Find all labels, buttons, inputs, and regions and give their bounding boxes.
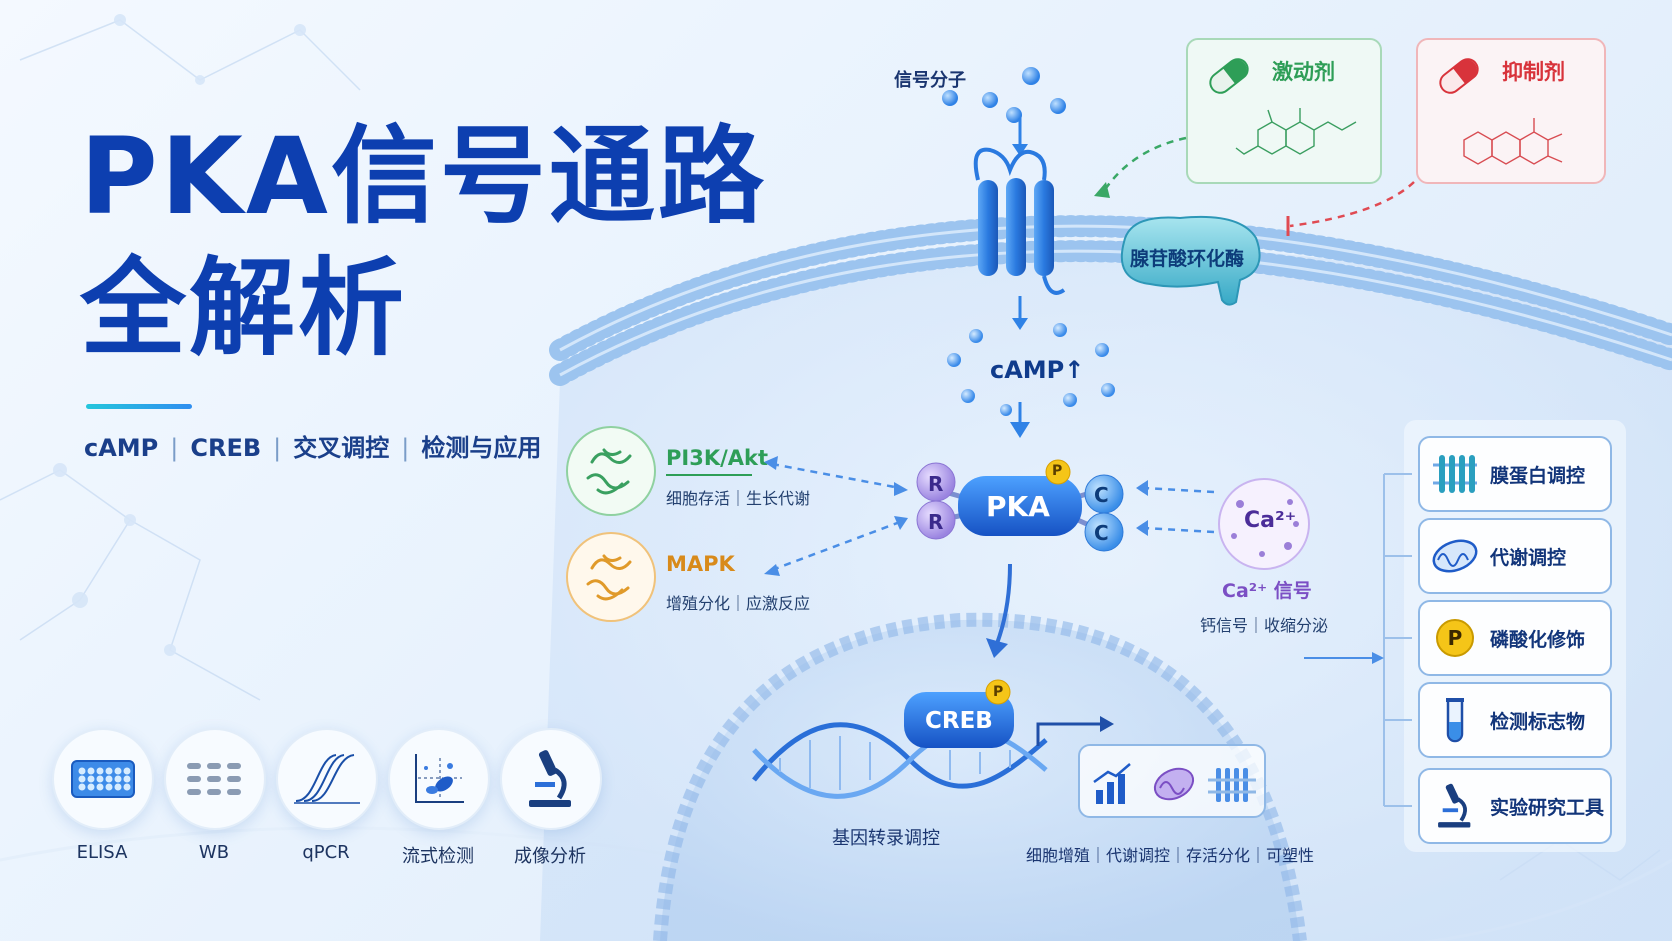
catalytic-subunit-c1: C [1094, 483, 1109, 507]
method-flow: 流式检测 [388, 728, 490, 868]
membrane-protein-icon [1420, 451, 1490, 497]
title-accent-line [86, 404, 192, 409]
page-title-line2: 全解析 [80, 247, 407, 370]
microscope-icon [1420, 781, 1490, 831]
method-wb: WB [164, 728, 266, 863]
capsule-icon [1209, 58, 1249, 94]
creb-phospho-badge: P [993, 684, 1004, 700]
regulation-item-membrane: 膜蛋白调控 [1418, 436, 1612, 512]
pi3k-name: PI3K/Akt [666, 446, 769, 470]
signal-molecules [942, 67, 1066, 156]
mapk-name: MAPK [666, 552, 735, 576]
adenylyl-cyclase-label: 腺苷酸环化酶 [1130, 248, 1245, 270]
pka-phospho-badge: P [1052, 463, 1063, 479]
calcium-desc: 钙信号｜收缩分泌 [1200, 616, 1329, 635]
agonist-label: 激动剂 [1272, 60, 1335, 84]
method-label: 流式检测 [402, 846, 474, 867]
mapk-protein-icon [566, 532, 656, 622]
method-qpcr: qPCR [276, 728, 378, 863]
method-label: 成像分析 [514, 846, 586, 867]
regulatory-subunit-r2: R [928, 510, 944, 534]
mitochondria-icon [1420, 536, 1490, 576]
western-blot-icon [164, 728, 266, 830]
signal-molecule-label: 信号分子 [894, 70, 966, 91]
creb-label: CREB [925, 708, 993, 734]
agonist-structure-icon [1235, 108, 1357, 155]
camp-molecules [947, 296, 1115, 438]
pi3k-underline [666, 474, 752, 476]
catalytic-subunit-c2: C [1094, 521, 1109, 545]
subtitle-item-detection: 检测与应用 [421, 434, 542, 462]
agonist-card: 激动剂 [1186, 38, 1382, 184]
regulation-item-biomarker: 检测标志物 [1418, 682, 1612, 758]
regulatory-subunit-r1: R [928, 472, 944, 496]
adenylyl-cyclase-shape [1120, 215, 1261, 306]
pka-label: PKA [986, 490, 1050, 523]
regulation-label: 检测标志物 [1490, 710, 1586, 733]
method-label: qPCR [302, 842, 350, 863]
method-elisa: ELISA [52, 728, 154, 863]
regulation-arrows [1094, 136, 1415, 236]
calcium-ion-icon [1218, 478, 1310, 570]
elisa-plate-icon [52, 728, 154, 830]
regulation-label: 实验研究工具 [1490, 796, 1605, 819]
camp-label: cAMP↑ [990, 356, 1085, 384]
regulation-item-phospho: P 磷酸化修饰 [1418, 600, 1612, 676]
mapk-desc: 增殖分化｜应激反应 [666, 594, 811, 613]
method-label: WB [198, 842, 230, 863]
outcomes-label: 细胞增殖｜代谢调控｜存活分化｜可塑性 [1026, 846, 1315, 865]
gene-transcription-label: 基因转录调控 [832, 828, 940, 849]
subtitle-item-crosstalk: 交叉调控 [293, 434, 390, 462]
crosstalk-arrows [764, 456, 908, 576]
gpcr-receptor-icon [973, 147, 1066, 295]
flow-cytometry-icon [388, 728, 490, 830]
inhibitor-card: 抑制剂 [1416, 38, 1606, 184]
regulation-label: 膜蛋白调控 [1490, 464, 1586, 487]
inhibitor-structure-icon [1463, 118, 1563, 165]
calcium-arrows [1136, 480, 1215, 536]
regulation-item-research-tools: 实验研究工具 [1418, 768, 1612, 844]
inhibitor-label: 抑制剂 [1502, 60, 1565, 84]
pi3k-desc: 细胞存活｜生长代谢 [666, 489, 811, 508]
capsule-icon [1439, 58, 1479, 94]
regulation-label: 代谢调控 [1490, 546, 1567, 569]
regulation-label: 磷酸化修饰 [1490, 628, 1586, 651]
pka-complex-shape [916, 459, 1124, 552]
calcium-badge: Ca²⁺ [1244, 508, 1297, 533]
outcome-icons [1093, 763, 1256, 804]
method-imaging: 成像分析 [500, 728, 602, 868]
regulation-connector [1304, 473, 1412, 807]
creb-shape [904, 679, 1014, 748]
phospho-icon: P [1420, 616, 1490, 660]
method-label: ELISA [76, 842, 128, 863]
test-tube-icon [1420, 696, 1490, 744]
calcium-name: Ca²⁺ 信号 [1222, 580, 1312, 602]
page-title-line1: PKA信号通路 [80, 115, 767, 238]
subtitle-item-creb: CREB [190, 434, 262, 462]
subtitle-item-camp: cAMP [84, 434, 159, 462]
pi3k-protein-icon [566, 426, 656, 516]
microscope-icon [500, 728, 602, 830]
outcomes-box [1078, 744, 1266, 818]
transcription-arrow [1036, 716, 1114, 746]
svg-text:P: P [1448, 626, 1463, 650]
pka-to-creb-arrow [986, 563, 1012, 658]
qpcr-curve-icon [276, 728, 378, 830]
regulation-item-metabolism: 代谢调控 [1418, 518, 1612, 594]
subtitle: cAMP|CREB|交叉调控|检测与应用 [84, 434, 542, 462]
